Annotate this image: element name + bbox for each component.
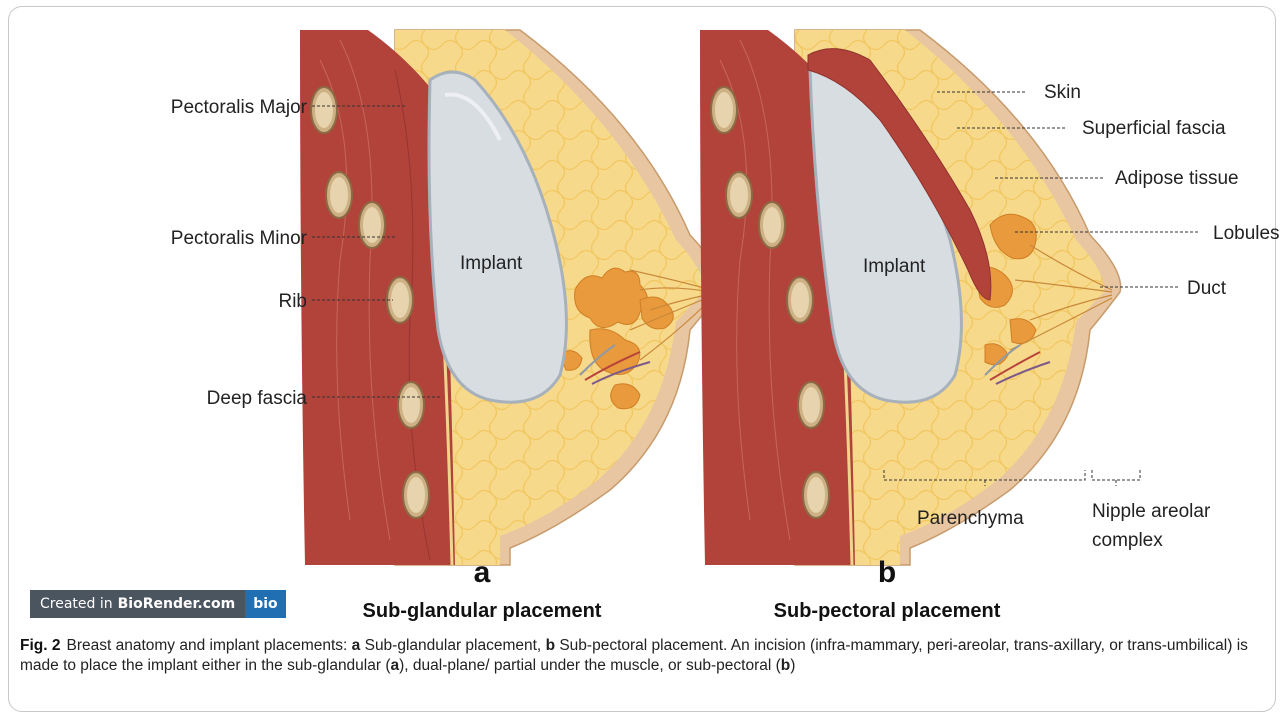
label-nipple-areolar-2: complex [1092,530,1163,551]
caption-figure-number: Fig. 2 [20,637,60,654]
label-parenchyma: Parenchyma [917,508,1024,529]
label-duct: Duct [1187,278,1227,299]
panel-a-title: Sub-glandular placement [363,600,602,622]
caption-ref-a-2: a [391,657,400,674]
caption-text-4: ), dual-plane/ partial under the muscle,… [399,657,781,674]
caption-text-2: Sub-glandular placement, [360,637,545,654]
biorender-badge: Created in BioRender.com bio [30,590,286,618]
panel-a-letter: a [474,556,491,589]
figure-caption: Fig. 2 Breast anatomy and implant placeme… [20,636,1265,676]
label-adipose-tissue: Adipose tissue [1115,168,1239,189]
biorender-logo-icon: bio [245,590,285,618]
panel-b-letter: b [878,556,896,589]
label-deep-fascia: Deep fascia [207,388,308,409]
biorender-badge-text: Created in BioRender.com [30,590,245,618]
label-rib: Rib [278,291,307,312]
panel-a-illustration [300,30,721,565]
panel-b-illustration [700,30,1121,565]
label-implant-b: Implant [863,256,926,277]
caption-ref-b: b [546,637,555,654]
caption-ref-b-2: b [781,657,790,674]
caption-text-5: ) [790,657,795,674]
caption-text-1: Breast anatomy and implant placements: [66,637,351,654]
label-skin: Skin [1044,82,1081,103]
label-nipple-areolar-1: Nipple areolar [1092,501,1211,522]
anatomy-diagram: Pectoralis Major Pectoralis Minor Rib De… [0,0,1285,630]
label-superficial-fascia: Superficial fascia [1082,118,1226,139]
label-implant-a: Implant [460,253,523,274]
label-pectoralis-minor: Pectoralis Minor [171,228,308,249]
badge-brand: BioRender.com [118,596,236,612]
label-pectoralis-major: Pectoralis Major [171,97,308,118]
caption-ref-a: a [352,637,361,654]
panel-b-title: Sub-pectoral placement [774,600,1001,622]
label-lobules: Lobules [1213,223,1280,244]
badge-prefix: Created in [40,596,113,612]
